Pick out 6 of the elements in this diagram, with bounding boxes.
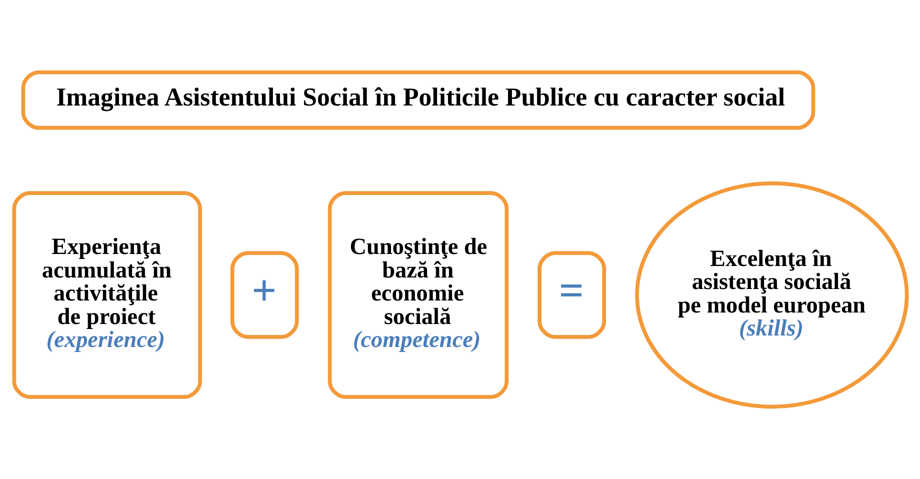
node-box: + [230, 251, 298, 339]
node-ellipse: Excelenţa în asistenţa socială pe model european (skills) [634, 181, 908, 409]
node-box: Cunoştinţe de bază în economie socială (competence) [327, 191, 508, 399]
node-box: Experienţa acumulată în activităţile de proiect (experience) [12, 191, 202, 399]
node-box: = [537, 251, 606, 339]
node-box: Imaginea Asistentului Social în Politicile Publice cu caracter social [20, 70, 815, 130]
